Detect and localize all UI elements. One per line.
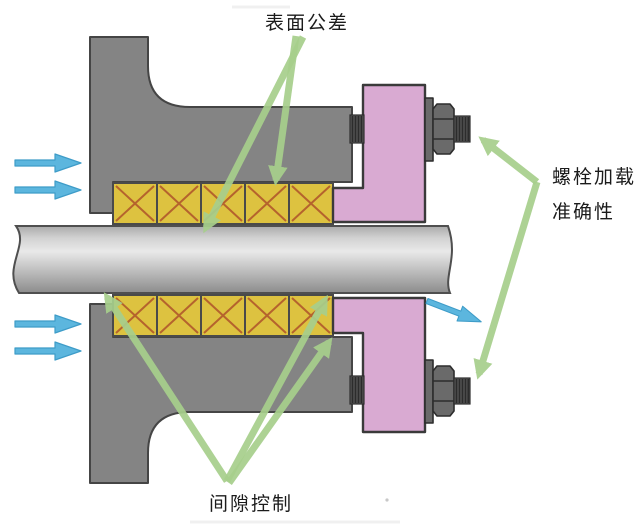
packing-rings-lower <box>112 294 334 337</box>
label-bolt-loading-line2: 准确性 <box>552 201 615 223</box>
hex-nut-icon <box>432 103 455 155</box>
leader-arrows <box>103 35 541 486</box>
leader-arrow-to-throat-clearance <box>103 292 230 483</box>
gland-flange-lower <box>331 296 427 434</box>
housing-lower <box>89 303 353 484</box>
label-surface-tolerance: 表面公差 <box>265 12 349 34</box>
packing-ring <box>244 294 290 337</box>
packing-ring <box>156 182 202 225</box>
leader-arrow-to-upper-bolt <box>478 136 540 185</box>
label-bolt-loading-line1: 螺栓加载 <box>552 166 636 188</box>
hex-nut-icon <box>432 365 455 417</box>
label-clearance-control: 间隙控制 <box>209 493 293 515</box>
stud-thread-icon <box>349 114 365 144</box>
shaft <box>12 225 453 294</box>
leader-arrow-to-gland-shaft-clearance <box>223 294 329 483</box>
leader-arrow-to-shaft-surface <box>202 35 307 234</box>
packing-ring <box>244 182 290 225</box>
bolt-assembly-lower <box>349 359 471 424</box>
gland-flange-upper <box>331 83 427 224</box>
packing-ring <box>288 182 334 225</box>
bolt-assembly-upper <box>349 97 471 162</box>
leader-arrow-to-gland-bore-clearance <box>226 337 333 486</box>
packing-ring <box>112 182 158 225</box>
packing-ring <box>156 294 202 337</box>
packing-ring <box>200 294 246 337</box>
washer-plate <box>424 359 434 424</box>
leader-arrow-to-lower-bolt <box>473 180 541 380</box>
washer-plate <box>424 97 434 162</box>
watermark-artifact <box>190 5 422 524</box>
stud-thread-icon <box>349 375 365 405</box>
